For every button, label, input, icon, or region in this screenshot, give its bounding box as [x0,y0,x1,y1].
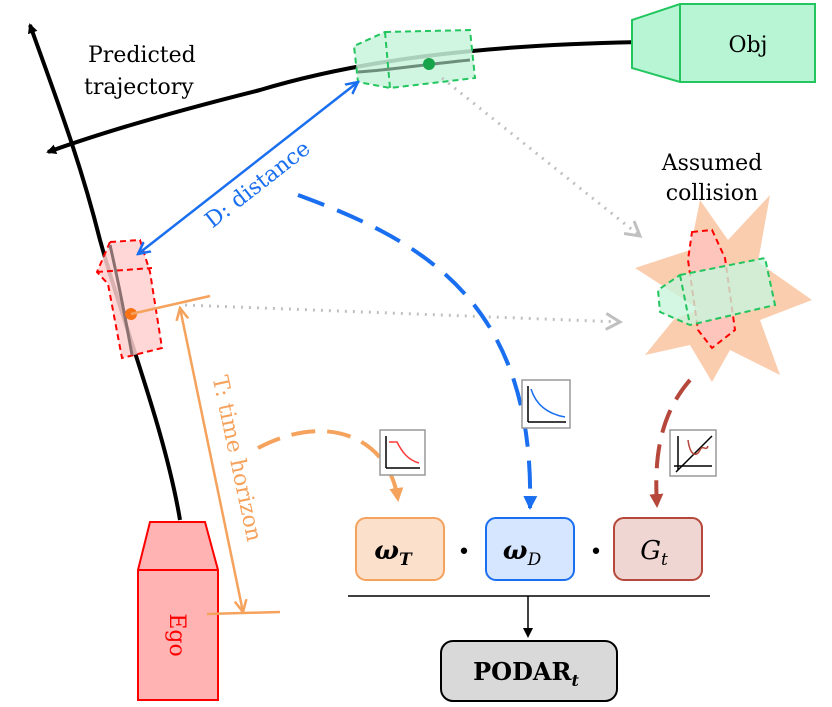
omega-d-symbol: ω [503,536,528,566]
predicted-ego-ghost [95,238,211,360]
decay-plot-icon-d [521,379,571,429]
decay-plot-icon-t [379,429,426,476]
ego-to-collision-arrow [184,303,624,331]
omega-t-subscript: T [399,550,413,570]
obj-to-collision-arrow [441,76,643,238]
podar-subscript: t [571,671,579,690]
g-subscript: t [661,550,668,570]
podar-label: PODAR [473,657,572,686]
svg-text:ωT: ωT [374,536,413,570]
ego-label: Ego [164,613,189,656]
svg-text:Gt: Gt [640,536,668,570]
obj-center-dot [423,58,435,70]
collision-burst [635,195,812,382]
omega-d-box: ωD [485,517,575,581]
growth-plot-icon-g [669,429,717,477]
svg-text:ωD: ωD [503,536,542,570]
assumed-collision-label-1: Assumed [661,151,763,176]
g-box: Gt [613,517,703,581]
multiply-dot-1: • [458,540,471,565]
predicted-trajectory-label-1: Predicted [88,43,196,68]
g-symbol: G [640,536,661,566]
ego-trajectory [27,23,182,521]
ego-vehicle: Ego [137,521,219,701]
podar-result-box: PODARt [440,640,618,702]
predicted-trajectory-label-2: trajectory [84,75,194,100]
omega-t-symbol: ω [374,536,399,566]
svg-text:PODARt: PODARt [473,657,579,690]
multiply-dot-2: • [590,540,603,565]
obj-label: Obj [729,33,768,58]
time-to-omega-t-arrow [257,429,404,502]
assumed-collision-label-2: collision [666,181,758,206]
omega-d-subscript: D [527,550,542,570]
predicted-obj-ghost [352,28,477,90]
time-horizon-label: T: time horizon [207,373,267,544]
distance-arrow [138,82,358,254]
time-horizon-arrow [180,308,243,612]
distance-to-omega-d-arrow [297,193,538,510]
collision-to-g-arrow [649,378,692,508]
obj-vehicle: Obj [631,3,816,83]
distance-label: D: distance [201,136,316,233]
omega-t-box: ωT [355,517,445,581]
